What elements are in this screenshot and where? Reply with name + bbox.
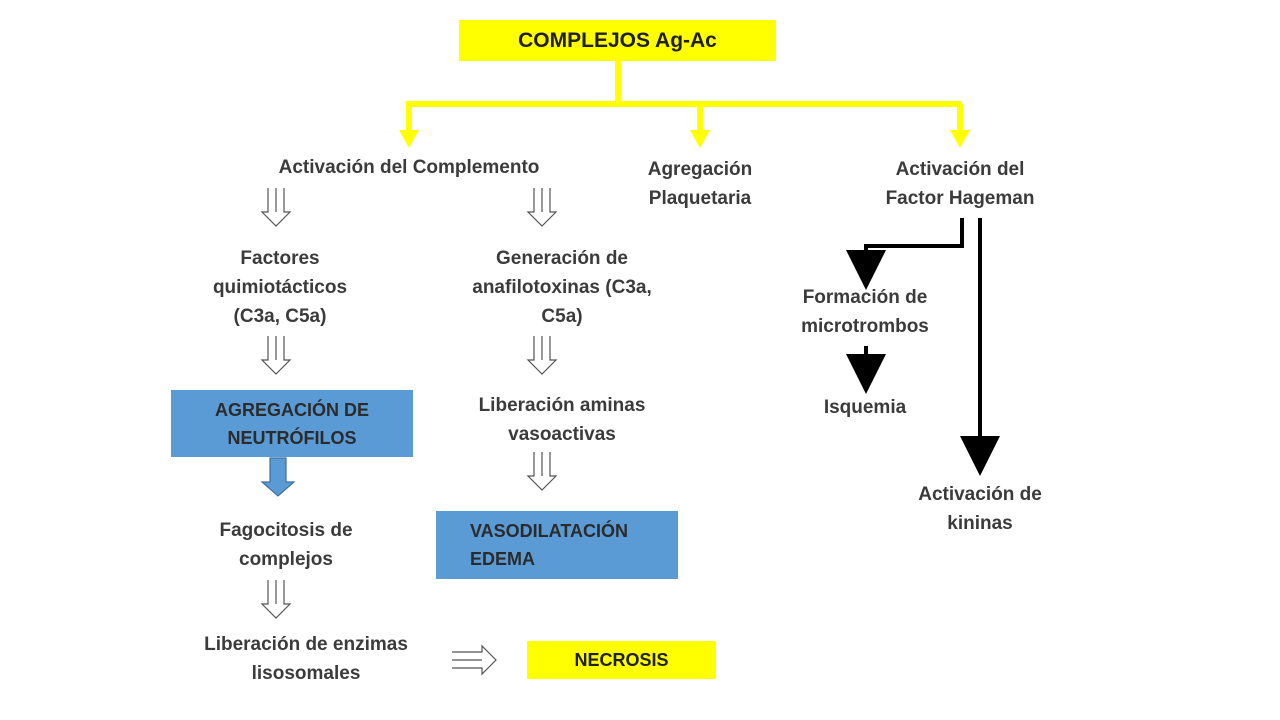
black-arrow-connector [846,218,1000,476]
necrosis-label: NECROSIS [574,649,669,670]
agregacion-neutrofilos-box: AGREGACIÓN DE NEUTRÓFILOS [171,390,413,457]
hollow-down-arrow [526,188,558,227]
fagocitosis-complejos: Fagocitosis de complejos [219,520,353,570]
liberacion-enzimas: Liberación de enzimas lisosomales [204,634,408,684]
isquemia: Isquemia [823,397,907,418]
root-label: COMPLEJOS Ag-Ac [518,28,717,52]
hollow-down-arrow [260,336,292,375]
hollow-down-arrow [260,580,292,619]
vasodilatacion-label: VASODILATACIÓN EDEMA [470,521,628,569]
hollow-down-arrow [260,188,292,227]
hollow-right-arrow [452,644,497,676]
root-box: COMPLEJOS Ag-Ac [459,20,776,61]
vasodilatacion-box: VASODILATACIÓN EDEMA [436,511,678,579]
blue-down-arrow [260,457,296,497]
branch-plaquetaria: Agregación Plaquetaria [647,159,753,209]
generacion-anafilotoxinas: Generación de anafilotoxinas (C3a, C5a) [472,248,652,327]
formacion-microtrombos: Formación de microtrombos [801,287,929,337]
branch-complemento: Activación del Complemento [278,157,540,178]
liberacion-aminas: Liberación aminas vasoactivas [478,395,646,445]
yellow-arrowheads [399,130,970,148]
agregacion-neutrofilos-label: AGREGACIÓN DE NEUTRÓFILOS [214,399,369,448]
hollow-down-arrow [526,452,558,491]
hollow-down-arrow [526,336,558,375]
necrosis-box: NECROSIS [527,641,716,679]
yellow-branch-connector [406,60,963,130]
branch-hageman: Activación del Factor Hageman [885,159,1035,209]
factores-quimiotacticos: Factores quimiotácticos (C3a, C5a) [212,248,348,327]
activacion-kininas: Activación de kininas [918,484,1042,534]
